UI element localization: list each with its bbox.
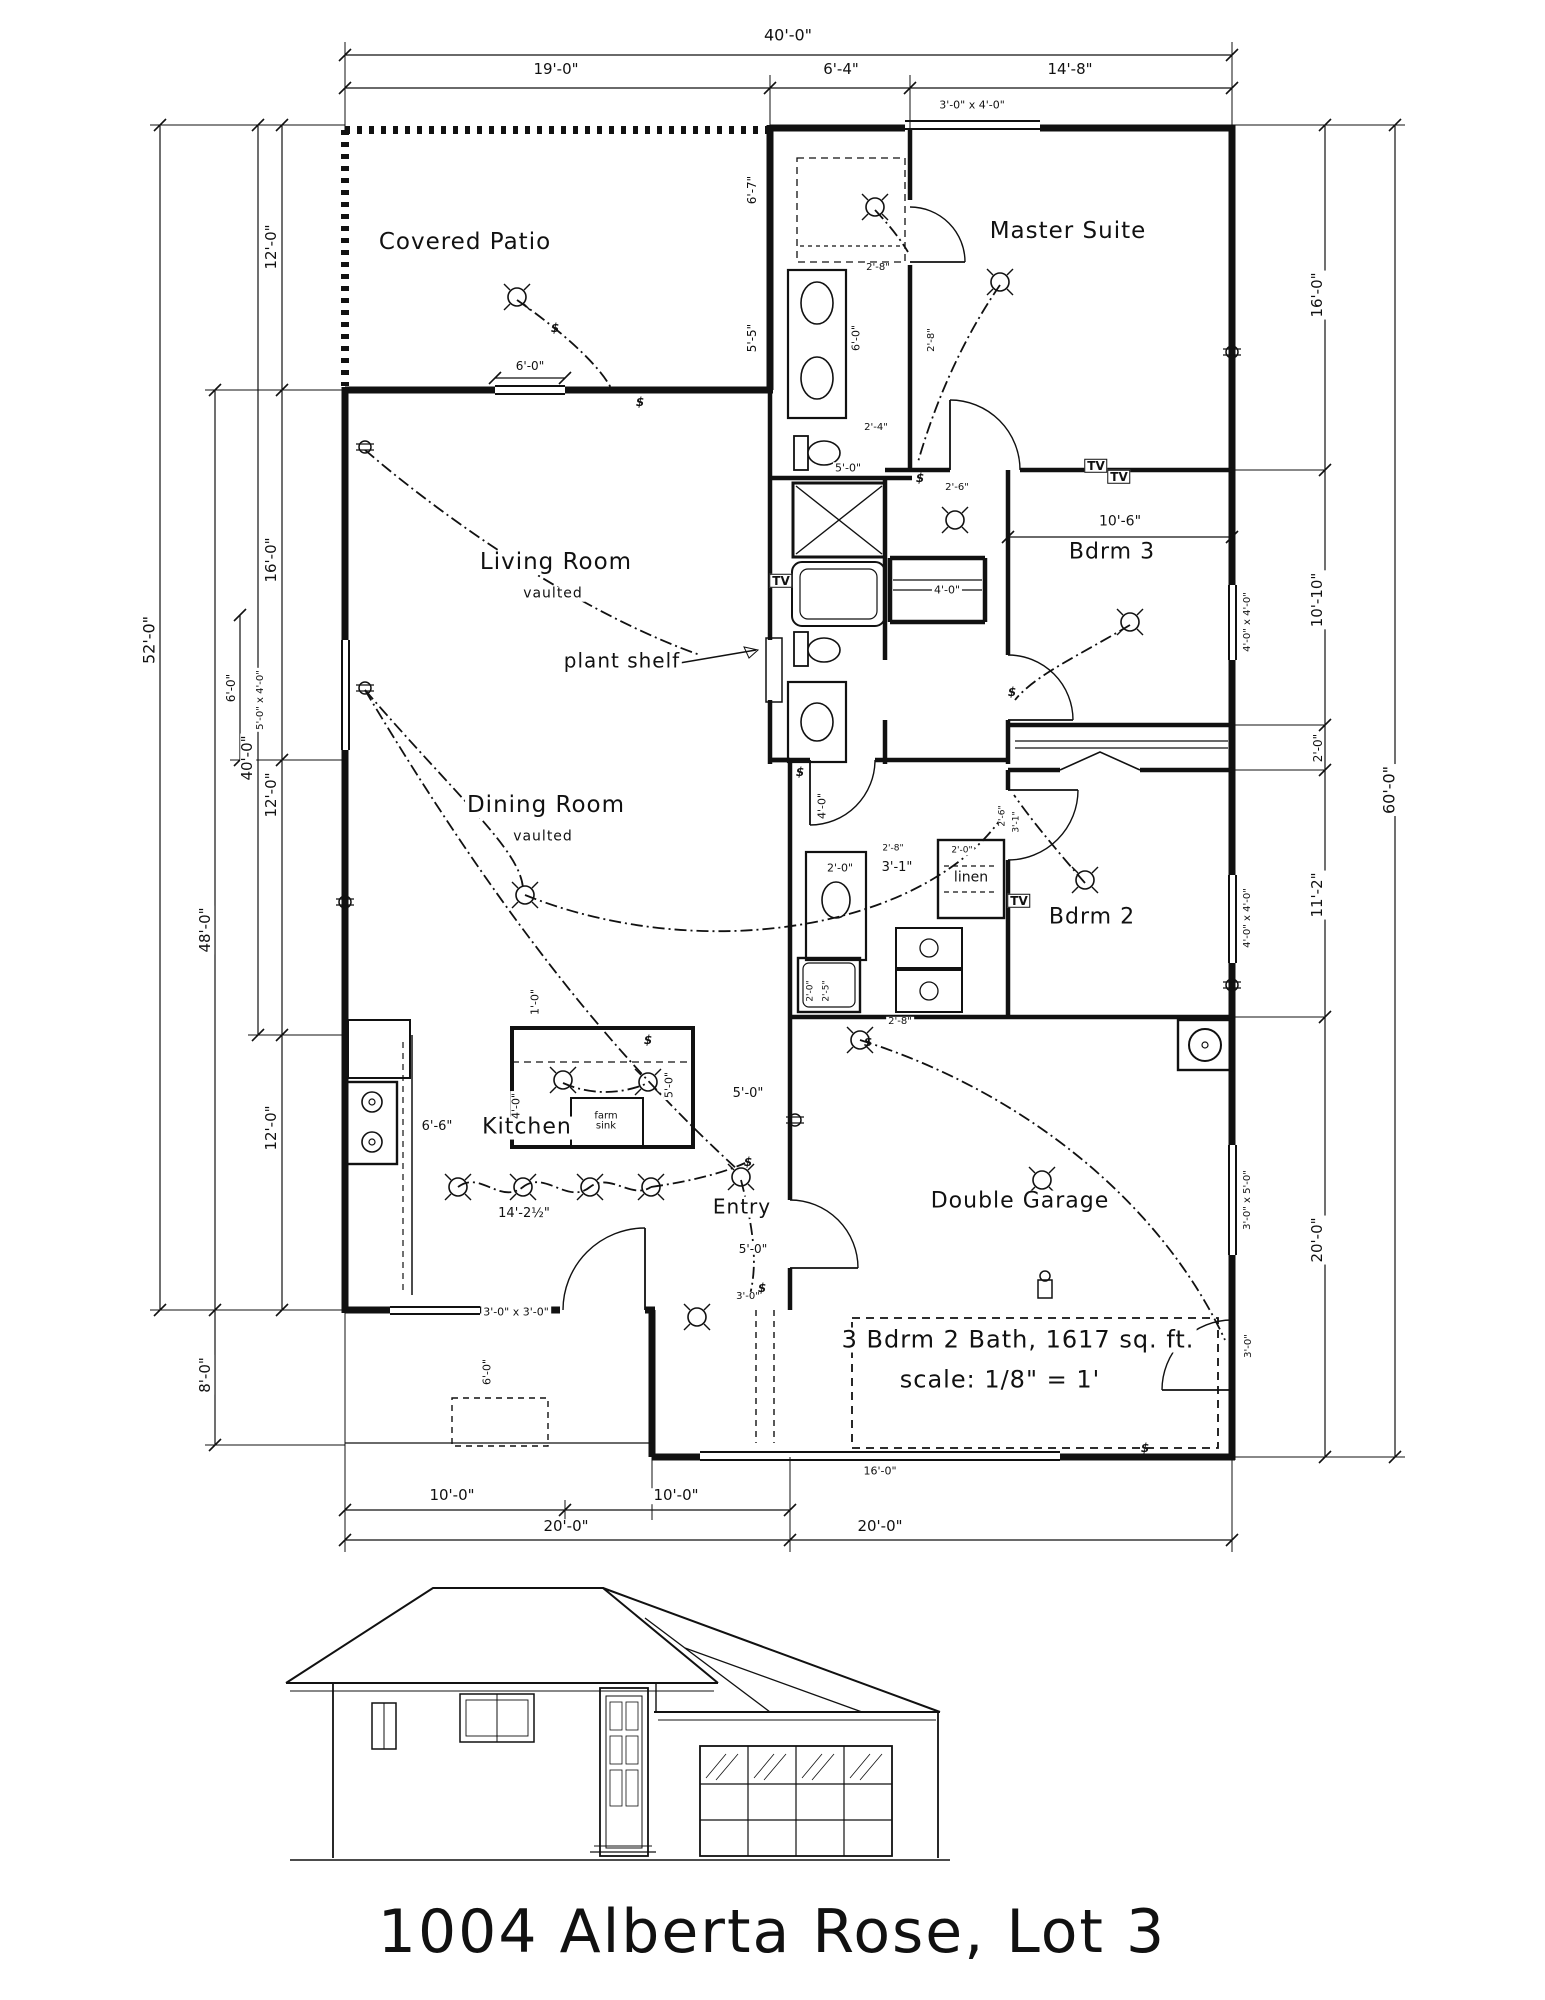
dim-label: 12'-0" <box>262 770 281 820</box>
dim-label: 20'-0" <box>541 1517 591 1536</box>
switch-symbol: $ <box>1140 1440 1150 1455</box>
note-scale: scale: 1/8" = 1' <box>897 1365 1103 1394</box>
dim-label: 5'-0" <box>832 461 864 475</box>
note-summary: 3 Bdrm 2 Bath, 1617 sq. ft. <box>839 1325 1197 1354</box>
dim-label: 40'-0" <box>238 733 257 783</box>
dim-label: 3'-0" x 3'-0" <box>481 1305 551 1319</box>
dim-label: 8'-0" <box>196 1355 215 1395</box>
switch-symbol: $ <box>1007 684 1017 699</box>
switch-symbol: $ <box>757 1280 767 1295</box>
room-label-covered-patio: Covered Patio <box>376 229 554 256</box>
dim-label: 2'-8" <box>880 843 906 854</box>
room-label-living-room: Living Room <box>477 549 635 576</box>
dim-label: 10'-6" <box>1096 513 1144 530</box>
switch-symbol: $ <box>635 394 645 409</box>
dim-label: 4'-0" x 4'-0" <box>1241 590 1254 654</box>
dim-label: 16'-0" <box>1308 270 1327 320</box>
dim-label: 10'-0" <box>427 1486 477 1505</box>
dim-label: 20'-0" <box>1308 1215 1327 1265</box>
switch-symbol: $ <box>863 1034 873 1049</box>
dim-label: 20'-0" <box>855 1517 905 1536</box>
room-label-double-garage: Double Garage <box>928 1188 1112 1214</box>
dim-label: 6'-6" <box>419 1119 455 1135</box>
switch-symbol: $ <box>743 1154 753 1169</box>
dim-label: 12'-0" <box>262 1103 281 1153</box>
dim-label: 4'-0" <box>815 790 829 822</box>
front-elevation-drawing <box>285 1587 950 1861</box>
room-sub-vaulted-dining: vaulted <box>511 828 575 845</box>
dim-label: 2'-6" <box>997 803 1008 829</box>
dim-label: 12'-0" <box>262 222 281 272</box>
tv-outlet-label: TV <box>1107 469 1131 485</box>
dim-label: 2'-0" <box>949 845 975 856</box>
dim-label: 5'-0" <box>736 1241 770 1256</box>
dim-label: 16'-0" <box>262 535 281 585</box>
switch-symbol: $ <box>643 1032 653 1047</box>
switch-symbol: $ <box>915 470 925 485</box>
dim-label: 6'-0" <box>223 671 238 705</box>
dim-label: 4'-0" x 4'-0" <box>1241 886 1254 950</box>
tv-outlet-label: TV <box>1007 893 1031 909</box>
dim-label: 1'-0" <box>528 986 542 1018</box>
dim-label: 2'-8" <box>925 326 938 354</box>
dim-label: 6'-0" <box>513 358 547 373</box>
dim-label: 3'-1" <box>879 860 915 876</box>
dim-label: 11'-2" <box>1308 870 1327 920</box>
dim-label: 6'-0" <box>480 1356 494 1388</box>
dim-label: 4'-0" <box>509 1090 523 1122</box>
room-label-kitchen: Kitchen <box>480 1114 574 1140</box>
dim-label: 5'-5" <box>744 321 759 355</box>
dim-label: 16'-0" <box>861 1464 899 1478</box>
dim-label: 5'-0" x 4'-0" <box>254 668 267 732</box>
label-plant-shelf: plant shelf <box>561 648 683 673</box>
tv-outlet-label: TV <box>1084 458 1108 474</box>
switch-symbol: $ <box>795 764 805 779</box>
dim-label: 14'-8" <box>1045 60 1095 79</box>
dim-label: 4'-0" <box>931 583 963 597</box>
dim-label: 3'-0" <box>734 1290 762 1303</box>
dim-label: 6'-0" <box>849 322 863 354</box>
dim-label: 2'-4" <box>862 421 890 434</box>
dim-label: 2'-6" <box>943 481 971 494</box>
switch-symbol: $ <box>550 320 560 335</box>
dim-label: 5'-0" <box>730 1086 766 1102</box>
room-label-bdrm-2: Bdrm 2 <box>1046 904 1138 930</box>
dim-label: 10'-10" <box>1308 570 1327 630</box>
dim-label: 3'-0" x 4'-0" <box>937 98 1007 112</box>
dim-label: 60'-0" <box>1379 763 1399 817</box>
dim-label: 2'-0" <box>805 978 816 1004</box>
room-label-entry: Entry <box>710 1194 774 1219</box>
dim-label: 6'-7" <box>744 173 759 207</box>
dim-label: 2'-0" <box>1310 731 1325 765</box>
dim-label: 2'-0" <box>824 861 856 875</box>
dim-label: 2'-5" <box>821 978 832 1004</box>
dim-label: 5'-0" <box>662 1069 676 1101</box>
dim-label: 3'-0" x 5'-0" <box>1241 1168 1254 1232</box>
dim-label: 2'-8" <box>864 261 892 274</box>
linen-label: linen <box>951 869 991 886</box>
dim-label: 10'-0" <box>651 1486 701 1505</box>
dim-label: 19'-0" <box>531 60 581 79</box>
dim-label: 14'-2½" <box>496 1206 552 1222</box>
dim-label: 3'-0" <box>1242 1332 1255 1360</box>
dim-label: 40'-0" <box>761 25 815 45</box>
tv-outlet-label: TV <box>769 573 793 589</box>
dim-label: 52'-0" <box>139 613 159 667</box>
dim-label: 3'-1" <box>1011 809 1022 835</box>
room-label-bdrm-3: Bdrm 3 <box>1066 539 1158 565</box>
room-sub-vaulted-living: vaulted <box>521 585 585 602</box>
dim-label: 2'-8" <box>886 1015 914 1028</box>
dim-label: 48'-0" <box>196 905 215 955</box>
plan-title: 1004 Alberta Rose, Lot 3 <box>377 1897 1167 1967</box>
dim-label: 6'-4" <box>821 60 861 79</box>
room-label-master-suite: Master Suite <box>987 218 1149 245</box>
farm-sink-label: farm sink <box>592 1110 620 1133</box>
room-label-dining-room: Dining Room <box>464 792 628 819</box>
